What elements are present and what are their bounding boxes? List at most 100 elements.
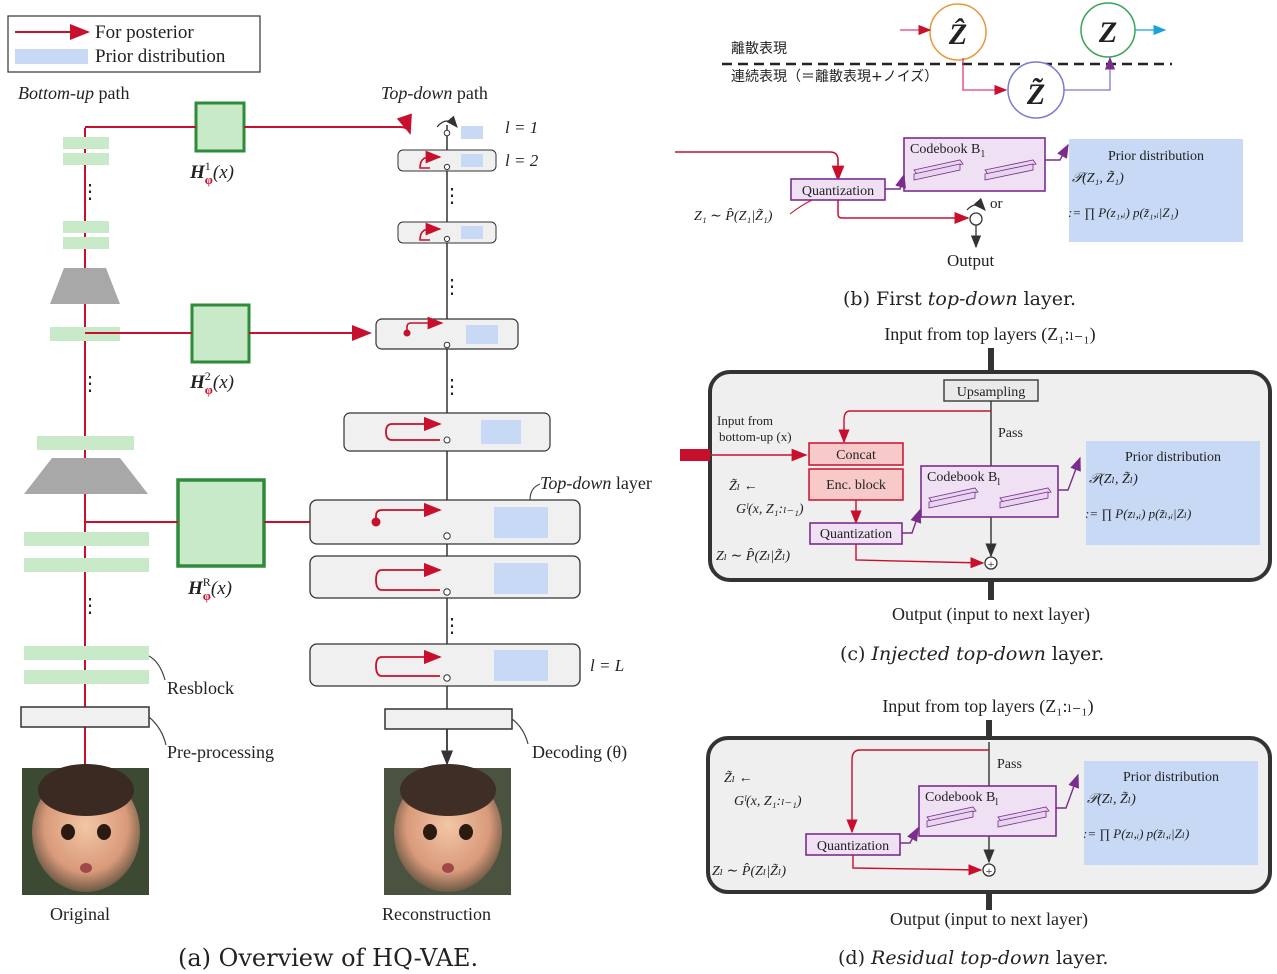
codebook-label-c: Codebook Bl [927, 470, 1000, 488]
svg-text:+: + [986, 864, 993, 878]
panel-a: For posterior Prior distribution Bottom-… [7, 15, 652, 972]
legend-posterior-label: For posterior [95, 22, 194, 43]
upsampling-label: Upsampling [957, 385, 1025, 400]
legend-prior-label: Prior distribution [95, 46, 226, 67]
encoder-box-r [176, 478, 266, 568]
prior-line1-c: 𝒫(Zₗ, Z̃ₗ) [1089, 471, 1138, 487]
prior-title-c: Prior distribution [1125, 450, 1221, 465]
zl-assign-line2-d: Gˡ(x, Z₁:ₗ₋₁) [734, 794, 802, 809]
concat-block [808, 442, 904, 466]
zl-assign-line1-c: Z̃ₗ ← [729, 478, 758, 494]
codebook-label-d: Codebook Bl [925, 790, 998, 808]
resblock-label: Resblock [167, 678, 234, 698]
prior-line1-d: 𝒫(Zₗ, Z̃ₗ) [1087, 791, 1136, 807]
topdown-layer-l [309, 643, 581, 687]
reconstruction-label: Reconstruction [382, 904, 491, 924]
zl-assign-line1-d: Z̃ₗ ← [724, 770, 753, 786]
svg-text:⋮: ⋮ [442, 185, 462, 207]
level-label-2: l = 2 [505, 151, 539, 170]
zl-assign-line2-c: Gˡ(x, Z₁:ₗ₋₁) [736, 502, 804, 517]
topdown-layer-label: Top-down layer [540, 473, 652, 493]
topdown-layer-5 [309, 555, 581, 599]
output-label-c: Output (input to next layer) [892, 604, 1090, 625]
caption-a: (a) Overview of HQ-VAE. [178, 944, 478, 972]
prior-box-c [1086, 441, 1260, 545]
z-symbol: Z [1098, 16, 1117, 49]
reconstruction-image [384, 764, 511, 895]
top-down-ellipses: ⋮ ⋮ ⋮ ⋮ [442, 185, 462, 637]
ztilde-symbol: Z̃ [1026, 78, 1045, 111]
preprocessing-label: Pre-processing [167, 742, 274, 762]
quantization-label-b: Quantization [802, 184, 874, 199]
prior-box-b [1069, 139, 1243, 242]
preprocessing-block [20, 706, 150, 728]
panel-d: Input from top layers (Z₁:ₗ₋₁) Pass Quan… [706, 696, 1272, 969]
prior-title-d: Prior distribution [1123, 770, 1219, 785]
caption-d: (d) Residual top-down layer. [838, 947, 1108, 969]
output-label-b: Output [947, 251, 995, 270]
prior-line1-b: 𝒫(Z₁, Z̃₁) [1072, 170, 1124, 186]
svg-text:⋮: ⋮ [80, 595, 100, 617]
zl-expr-d: Zₗ ∼ P̂(Zₗ|Z̃ₗ) [712, 863, 786, 879]
z1-expression: Z₁ ∼ P̂(Z₁|Z̃₁) [694, 208, 773, 224]
output-label-d: Output (input to next layer) [890, 909, 1088, 930]
quantization-label-d: Quantization [817, 839, 889, 854]
codebook-vectors-c [928, 487, 1052, 509]
top-down-path-label: Top-down path [381, 83, 488, 103]
concat-label: Concat [836, 448, 876, 463]
enc-block [808, 468, 904, 501]
prior-line2-d: := ∏ P(zₗ,ᵢ) p(z̃ₗ,ᵢ|Zₗ) [1083, 826, 1189, 841]
quantization-label-c: Quantization [820, 527, 892, 542]
input-bottom-line1: Input from [717, 413, 773, 428]
legend: For posterior Prior distribution [7, 15, 261, 73]
prior-box-d [1084, 761, 1258, 865]
codebook-vectors-b [913, 159, 1037, 181]
decoding-block [384, 708, 513, 730]
svg-text:+: + [988, 557, 995, 571]
topdown-layer-small-1 [397, 149, 497, 172]
encoder-box-2 [190, 303, 251, 364]
panel-c: Input from top layers (Z₁:ₗ₋₁) Upsamplin… [680, 324, 1272, 665]
bottom-up-input-port [680, 449, 710, 461]
downsample-block-1 [50, 268, 120, 304]
original-label: Original [50, 904, 110, 924]
prior-title-b: Prior distribution [1108, 149, 1204, 164]
topdown-layer-small-2 [397, 221, 497, 244]
input-bottom-line2: bottom-up (x) [719, 429, 792, 444]
encoder-box-1 [194, 101, 246, 153]
prior-line2-c: := ∏ P(zₗ,ᵢ) p(z̃ₗ,ᵢ|Zₗ) [1085, 506, 1191, 521]
topdown-layer-injected-2 [375, 316, 519, 350]
caption-c: (c) Injected top-down layer. [840, 643, 1104, 665]
bottom-up-resblocks [24, 137, 149, 684]
downsample-block-2 [24, 458, 148, 494]
codebook-c [920, 465, 1059, 518]
input-top-label-d: Input from top layers (Z₁:ₗ₋₁) [882, 696, 1093, 717]
panel-b: 離散表現 連続表現（＝離散表現+ノイズ） Ẑ Z Z̃ Quantization… [675, 2, 1243, 310]
level-label-1: l = 1 [505, 118, 538, 137]
svg-text:⋮: ⋮ [442, 376, 462, 398]
codebook-vectors-d [926, 806, 1050, 828]
pass-label-d: Pass [997, 757, 1022, 772]
svg-text:⋮: ⋮ [80, 373, 100, 395]
bottom-up-path-label: Bottom-up path [18, 83, 130, 103]
topdown-layer-injected-r: Top-down layer [309, 473, 652, 545]
discrete-label: 離散表現 [731, 40, 787, 57]
zl-expr-c: Zₗ ∼ P̂(Zₗ|Z̃ₗ) [716, 548, 790, 564]
enc-block-label: Enc. block [826, 478, 886, 493]
original-image [22, 764, 149, 895]
input-top-label-c: Input from top layers (Z₁:ₗ₋₁) [884, 324, 1095, 345]
decoding-label: Decoding (θ) [532, 742, 627, 763]
svg-text:⋮: ⋮ [442, 276, 462, 298]
caption-b: (b) First top-down layer. [843, 288, 1076, 310]
topdown-layer-3 [343, 412, 551, 452]
svg-text:⋮: ⋮ [442, 615, 462, 637]
continuous-label: 連続表現（＝離散表現+ノイズ） [731, 68, 938, 85]
prior-line2-b: := ∏ P(z₁,ᵢ) p(z̃₁,ᵢ|Z₁) [1068, 205, 1178, 220]
zhat-symbol: Ẑ [948, 18, 967, 51]
codebook-label-b: Codebook B1 [910, 142, 985, 160]
pass-label-c: Pass [998, 426, 1023, 441]
